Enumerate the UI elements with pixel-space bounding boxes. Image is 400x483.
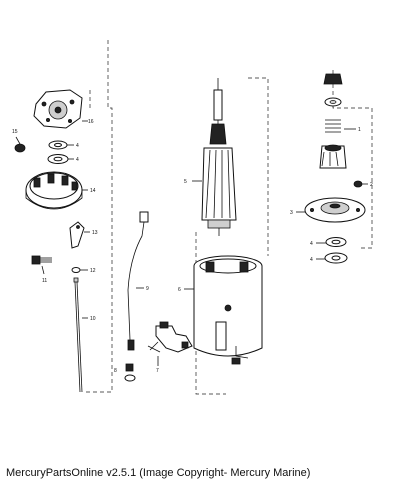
callout-3: 3 xyxy=(290,210,293,216)
callout-7: 7 xyxy=(156,368,159,374)
frame-lead[interactable] xyxy=(231,346,249,365)
armature-5[interactable] xyxy=(201,78,237,236)
positive-lead-9[interactable] xyxy=(127,211,149,351)
washer-4-lower[interactable] xyxy=(47,154,69,164)
assembly-guide-lines xyxy=(84,40,373,395)
callout-4-left-upper: 4 xyxy=(76,143,79,149)
washer-4-right-upper[interactable] xyxy=(325,237,347,247)
callout-4-right-lower: 4 xyxy=(310,257,313,263)
callout-14: 14 xyxy=(90,188,96,194)
nut-2[interactable] xyxy=(353,180,363,188)
exploded-parts-diagram: 16 15 4 4 14 13 11 xyxy=(12,40,373,395)
motor-frame-6[interactable] xyxy=(193,255,263,357)
copyright-footer: MercuryPartsOnline v2.5.1 (Image Copyrig… xyxy=(6,467,311,479)
end-cap-16[interactable] xyxy=(33,89,83,129)
callout-2: 2 xyxy=(370,182,373,188)
callout-9: 9 xyxy=(146,286,149,292)
washer-4-upper[interactable] xyxy=(48,140,68,150)
drive-assembly-1[interactable] xyxy=(319,73,347,169)
callout-8: 8 xyxy=(114,368,117,374)
washer-4-right-lower[interactable] xyxy=(324,252,348,264)
callout-1: 1 xyxy=(358,127,361,133)
brush-plate-7[interactable] xyxy=(147,321,193,353)
nut-15[interactable] xyxy=(14,143,26,153)
callout-15: 15 xyxy=(12,129,18,135)
washer-12[interactable] xyxy=(71,267,81,273)
screw-11[interactable] xyxy=(31,255,52,265)
callout-4-left-lower: 4 xyxy=(76,157,79,163)
callout-12: 12 xyxy=(90,268,96,274)
callout-5: 5 xyxy=(184,179,187,185)
callout-13: 13 xyxy=(92,230,98,236)
callout-11: 11 xyxy=(42,278,47,284)
drive-end-cover-3[interactable] xyxy=(304,197,366,223)
callout-10: 10 xyxy=(90,316,96,322)
nut-8[interactable] xyxy=(124,363,136,382)
callout-4-right-upper: 4 xyxy=(310,241,313,247)
callout-6: 6 xyxy=(178,287,181,293)
terminal-lead-13[interactable] xyxy=(69,221,85,249)
callout-16: 16 xyxy=(88,119,94,125)
brush-holder-14[interactable] xyxy=(25,171,83,210)
through-bolt-10[interactable] xyxy=(73,277,83,393)
